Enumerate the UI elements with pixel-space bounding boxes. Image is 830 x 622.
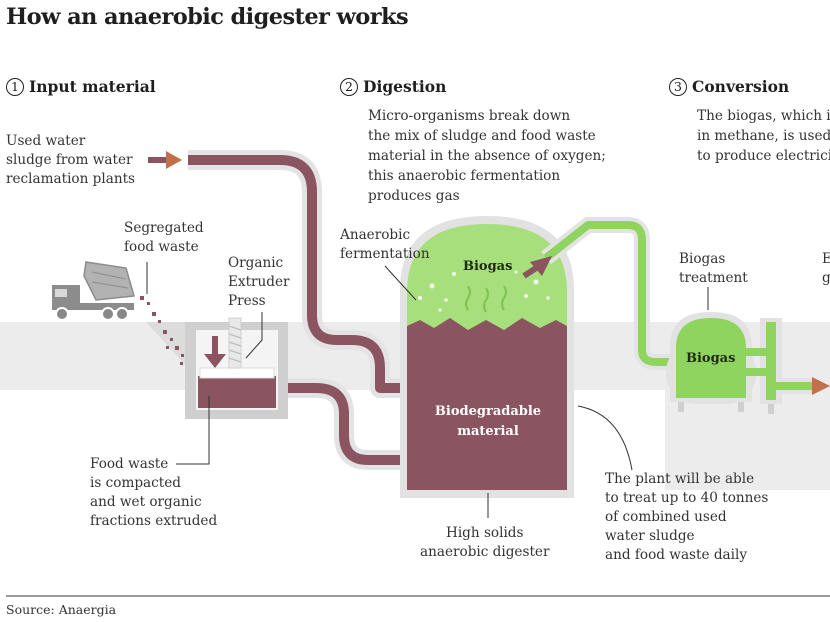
step-1-number: 1 [6,77,24,96]
step-3-label: Conversion [692,77,790,96]
label-used-water: Used water sludge from water reclamation… [6,133,136,187]
truck-icon [52,261,135,321]
label-segregated-food: Segregated food waste [124,220,204,255]
step-1-label: Input material [29,77,156,96]
label-anaerobic-fermentation: Anaerobic fermentation [340,227,430,262]
step-2-label: Digestion [363,77,447,96]
step-3-description: The biogas, which is in methane, is used… [697,108,830,164]
label-biodegradable: Biodegradable material [434,404,542,439]
label-cut-right-1: E [822,251,830,267]
step-2-description: Micro-organisms break down the mix of sl… [368,108,606,204]
label-plant-capacity: The plant will be able to treat up to 40… [605,471,769,563]
page-title: How an anaerobic digester works [6,4,409,30]
digester-tank-icon [400,216,574,498]
step-3-heading: 3 Conversion [669,77,789,96]
label-biogas-tank: Biogas [686,351,736,366]
source-note: Source: Anaergia [6,602,117,617]
label-cut-right-2: g [822,270,830,286]
biogas-tank-icon [666,312,830,414]
label-biogas-treatment: Biogas treatment [679,251,748,286]
label-extruder-press: Organic Extruder Press [228,255,290,309]
step-3-number: 3 [669,77,687,96]
label-high-solids: High solids anaerobic digester [420,525,550,560]
leader-lines [146,262,709,518]
step-1-heading: 1 Input material [6,77,156,96]
label-biogas-digester: Biogas [463,259,513,274]
step-2-heading: 2 Digestion [340,77,446,96]
extruder-press-icon [185,317,288,419]
step-2-number: 2 [340,77,358,96]
label-food-compacted: Food waste is compacted and wet organic … [90,456,218,529]
